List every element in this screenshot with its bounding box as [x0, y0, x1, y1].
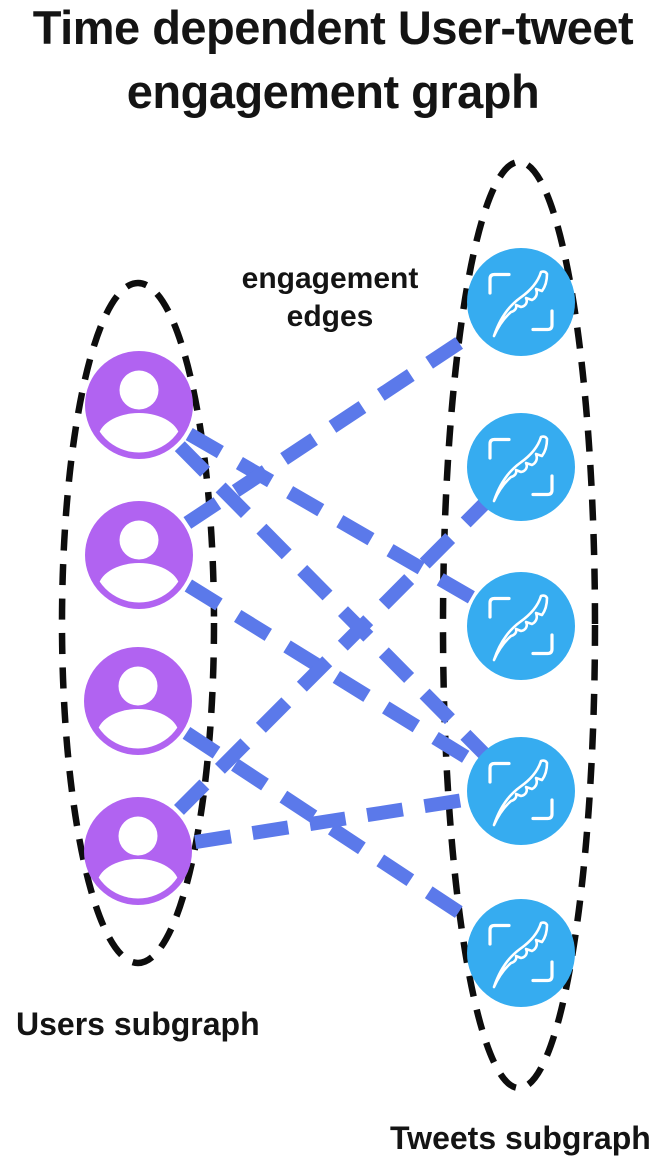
subgraph-ellipses: [58, 158, 599, 1092]
engagement-edge-u4-t4: [136, 784, 523, 858]
tweets-subgraph-outline: [439, 158, 599, 1092]
users-subgraph-outline: [58, 279, 218, 967]
user-node-2: [85, 501, 193, 615]
tweet-node-2: [465, 411, 577, 523]
page-title: Time dependent User-tweet engagement gra…: [0, 0, 666, 124]
tweet-node-4: [465, 735, 577, 847]
engagement-edge-u4-t2: [133, 462, 526, 856]
engagement-edge-u2-t4: [135, 549, 525, 797]
user-node-4: [84, 797, 192, 911]
graph-nodes: [84, 246, 577, 1009]
tweet-node-3: [465, 570, 577, 682]
engagement-edge-u2-t1: [135, 296, 525, 561]
tweet-node-1: [465, 246, 577, 358]
user-node-3: [84, 647, 192, 761]
engagement-edge-u3-t5: [134, 695, 525, 959]
tweet-node-5: [465, 897, 577, 1009]
engagement-edge-u1-t4: [134, 400, 526, 796]
tweets-subgraph-label: Tweets subgraph: [390, 1120, 651, 1156]
engagement-edge-u1-t3: [135, 398, 525, 633]
page-title-line2: engagement graph: [126, 65, 540, 118]
users-subgraph-label: Users subgraph: [16, 1006, 260, 1042]
engagement-edges-label: engagement edges: [241, 262, 419, 333]
engagement-edges: [133, 296, 526, 959]
page-title-line1: Time dependent User-tweet: [32, 1, 634, 54]
user-node-1: [85, 351, 193, 465]
